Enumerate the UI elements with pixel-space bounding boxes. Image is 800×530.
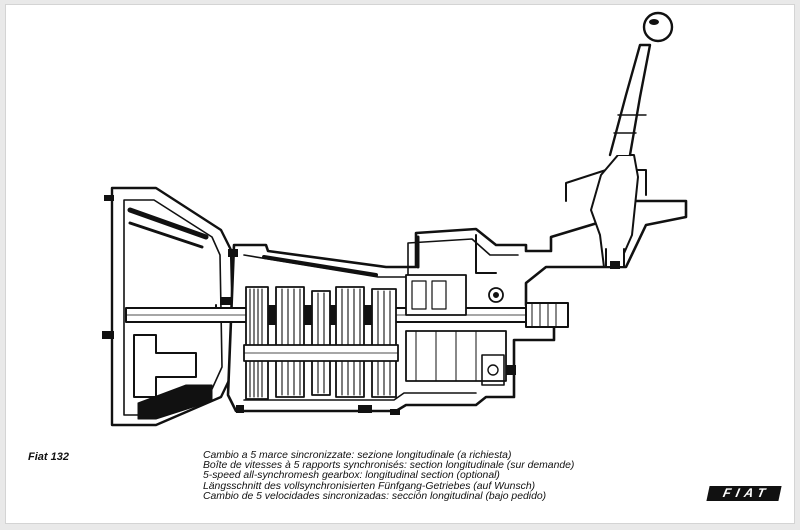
rear-housing (405, 274, 507, 386)
shift-lever (565, 11, 674, 269)
caption-french: Boîte de vitesses à 5 rapports synchroni… (203, 460, 575, 472)
caption-english: 5-speed all-synchromesh gearbox: longitu… (203, 470, 500, 482)
caption-italian: Cambio a 5 marce sincronizzate: sezione … (203, 450, 512, 461)
model-name: Fiat 132 (28, 451, 69, 463)
fiat-logo: FIAT (706, 486, 782, 501)
caption-block: Cambio a 5 marce sincronizzate: sezione … (203, 450, 575, 502)
gear-stack (243, 286, 399, 400)
gearbox-cutaway-drawing (102, 11, 688, 427)
caption-german: Längsschnitt des vollsynchronisierten Fü… (203, 480, 536, 492)
bell-housing (102, 186, 236, 427)
photo-sheet: Fiat 132 Cambio a 5 marce sincronizzate:… (6, 5, 794, 523)
caption-spanish: Cambio de 5 velocidades sincronizadas: s… (203, 490, 547, 502)
fasteners (220, 249, 516, 415)
